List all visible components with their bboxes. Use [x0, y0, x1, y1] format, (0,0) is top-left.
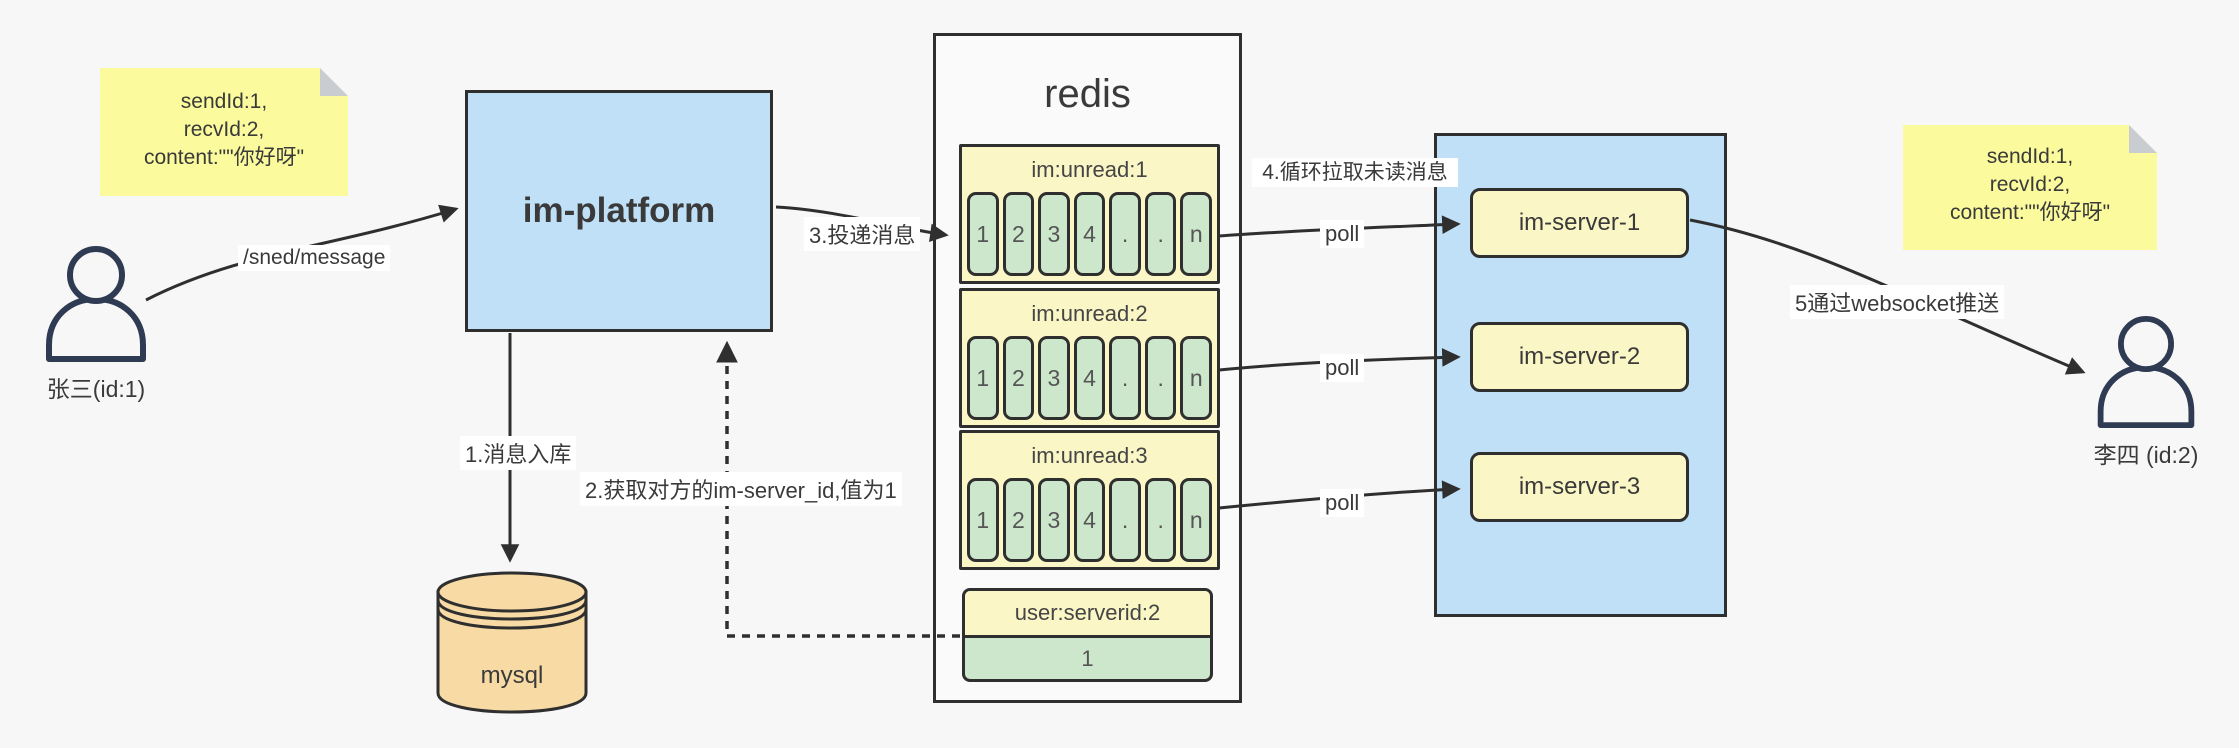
actor-receiver-label: 李四 (id:2) — [2093, 442, 2199, 468]
note-line: recvId:2, — [183, 118, 265, 141]
queue-cell: 1 — [967, 478, 999, 562]
actor-sender-label: 张三(id:1) — [46, 376, 146, 402]
queue-cell: n — [1180, 478, 1213, 562]
im-platform-box: im-platform — [465, 90, 773, 332]
queue-cell: 1 — [967, 336, 999, 420]
actor-sender: 张三(id:1) — [36, 246, 156, 404]
user-icon — [46, 246, 146, 362]
note-line: content:""你好呀" — [143, 146, 305, 169]
queue-cell: 3 — [1038, 336, 1070, 420]
actor-receiver: 李四 (id:2) — [2086, 316, 2206, 470]
sticky-note-sender: sendId:1, recvId:2, content:""你好呀" — [100, 68, 348, 196]
edge-label-step1-store: 1.消息入库 — [460, 436, 577, 470]
queue-label: im:unread:1 — [1031, 157, 1148, 182]
queue-cells: 1 2 3 4 . . n — [962, 478, 1217, 567]
queue-cell: 2 — [1002, 336, 1035, 420]
queue-cell: . — [1109, 478, 1141, 562]
queue-cells: 1 2 3 4 . . n — [962, 336, 1217, 425]
edge-label-poll-3: poll — [1320, 489, 1365, 517]
kv-value: 1 — [1081, 646, 1094, 671]
im-server-label: im-server-1 — [1518, 209, 1641, 236]
edge-label-step5-websocket-push: 5通过websocket推送 — [1790, 285, 2005, 319]
edge-label-send-message: /sned/message — [238, 245, 391, 271]
queue-cell: 1 — [967, 192, 999, 276]
queue-cell: . — [1144, 192, 1177, 276]
redis-kv-user-serverid: user:serverid:2 1 — [962, 588, 1213, 682]
queue-label: im:unread:2 — [1031, 301, 1148, 326]
im-server-1-box: im-server-1 — [1470, 188, 1689, 258]
edge-label-poll-2: poll — [1320, 354, 1365, 382]
im-platform-label: im-platform — [522, 191, 716, 230]
queue-cell: . — [1109, 336, 1141, 420]
redis-title: redis — [1044, 72, 1131, 116]
kv-key-label: user:serverid:2 — [965, 591, 1210, 638]
queue-cell: 3 — [1038, 192, 1070, 276]
im-server-2-box: im-server-2 — [1470, 322, 1689, 392]
queue-cell: 4 — [1073, 192, 1106, 276]
edge-label-poll-1: poll — [1320, 220, 1365, 248]
sticky-note-receiver: sendId:1, recvId:2, content:""你好呀" — [1903, 125, 2157, 250]
queue-label: im:unread:3 — [1031, 443, 1148, 468]
edge-label-step3-deliver: 3.投递消息 — [804, 217, 921, 251]
note-line: sendId:1, — [1986, 145, 2074, 168]
note-line: sendId:1, — [180, 90, 268, 113]
edge-label-step2-get-server-id: 2.获取对方的im-server_id,值为1 — [580, 472, 902, 506]
queue-cell: . — [1109, 192, 1141, 276]
im-server-3-box: im-server-3 — [1470, 452, 1689, 522]
edge-label-step4-pull-unread: 4.循环拉取未读消息 — [1252, 158, 1458, 187]
note-line: content:""你好呀" — [1949, 201, 2111, 224]
queue-cell: . — [1144, 336, 1177, 420]
queue-cell: 3 — [1038, 478, 1070, 562]
redis-queue-unread-3: im:unread:3 1 2 3 4 . . n — [959, 430, 1220, 570]
redis-queue-unread-1: im:unread:1 1 2 3 4 . . n — [959, 144, 1220, 284]
mysql-database: mysql — [435, 570, 589, 720]
queue-cell: . — [1144, 478, 1177, 562]
im-server-cluster: im-server-1 im-server-2 im-server-3 — [1434, 133, 1727, 617]
queue-cell: 2 — [1002, 478, 1035, 562]
queue-cell: n — [1180, 192, 1213, 276]
redis-queue-unread-2: im:unread:2 1 2 3 4 . . n — [959, 288, 1220, 428]
im-server-label: im-server-2 — [1518, 343, 1641, 370]
queue-cells: 1 2 3 4 . . n — [962, 192, 1217, 281]
queue-cell: 2 — [1002, 192, 1035, 276]
redis-container: redis im:unread:1 1 2 3 4 . . n im:unrea… — [933, 33, 1242, 703]
user-icon — [2097, 316, 2195, 428]
note-line: recvId:2, — [1989, 173, 2071, 196]
im-server-label: im-server-3 — [1518, 473, 1641, 500]
database-cylinder-icon — [436, 571, 588, 714]
queue-cell: 4 — [1073, 478, 1106, 562]
queue-cell: 4 — [1073, 336, 1106, 420]
mysql-label: mysql — [480, 662, 544, 689]
queue-cell: n — [1180, 336, 1213, 420]
